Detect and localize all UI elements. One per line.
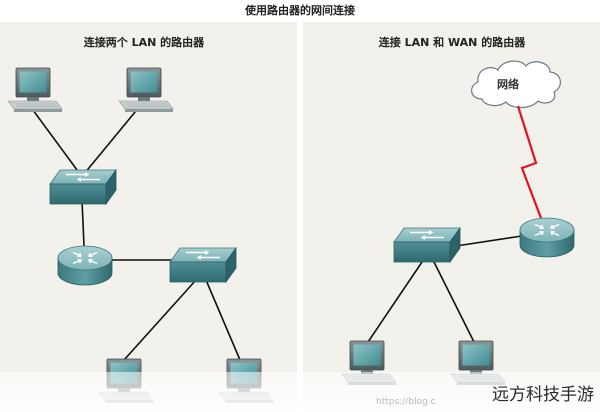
left-connections xyxy=(29,105,241,361)
diagram-title: 使用路由器的网间连接 xyxy=(244,3,355,17)
switch-icon xyxy=(393,227,461,263)
switch-icon xyxy=(169,247,237,283)
watermark-text: 远方科技手游 xyxy=(492,385,594,405)
router-icon xyxy=(57,245,113,286)
right-panel-title: 连接 LAN 和 WAN 的路由器 xyxy=(379,35,526,49)
watermark-url: https://blog.c xyxy=(376,397,436,407)
switch-icon xyxy=(49,169,117,205)
cloud-label: 网络 xyxy=(497,77,519,91)
cloud-icon: 网络 xyxy=(471,60,561,109)
right-connections xyxy=(367,235,523,343)
left-panel-title: 连接两个 LAN 的路由器 xyxy=(84,35,205,49)
router-icon xyxy=(519,217,575,258)
wan-link xyxy=(516,105,546,227)
watermark-band xyxy=(0,372,600,412)
